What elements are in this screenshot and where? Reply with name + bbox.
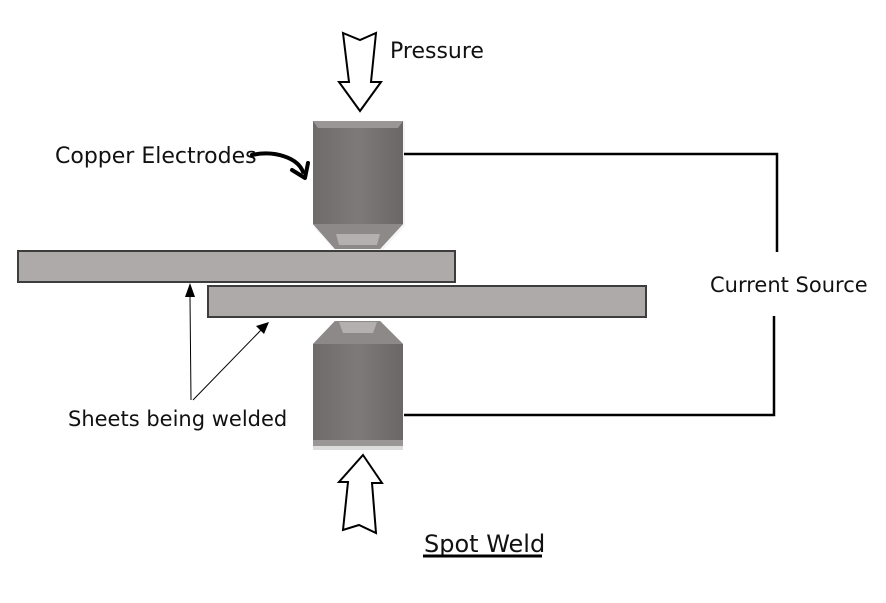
sheet-pointer-arrowhead-1 [185,283,195,297]
electrodes-pointer-arrowhead [290,161,310,180]
diagram-title: Spot Weld [424,530,545,558]
pressure-arrow-down-icon [337,31,383,113]
upper-electrode [313,121,405,251]
upper-sheet [17,250,456,283]
pressure-arrow-up-icon [336,453,384,535]
upper-wire [404,152,779,252]
electrodes-pointer-arrow [250,151,305,174]
sheet-pointer-line-1 [189,296,192,401]
pressure-label: Pressure [390,39,484,64]
sheet-pointer-line-2 [192,328,263,401]
sheets-label: Sheets being welded [68,407,287,431]
current-source-label: Current Source [710,273,868,297]
lower-wire [404,316,776,417]
electrodes-label: Copper Electrodes [55,144,257,169]
sheet-pointer-arrowhead-2 [256,322,269,334]
lower-electrode [313,321,403,450]
lower-sheet [207,285,647,318]
